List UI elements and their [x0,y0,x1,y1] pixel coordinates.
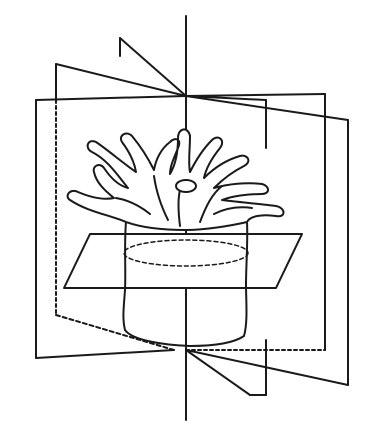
oral-disc [176,180,196,192]
anemone-tentacles [68,129,284,230]
horizontal-plane [64,234,302,288]
